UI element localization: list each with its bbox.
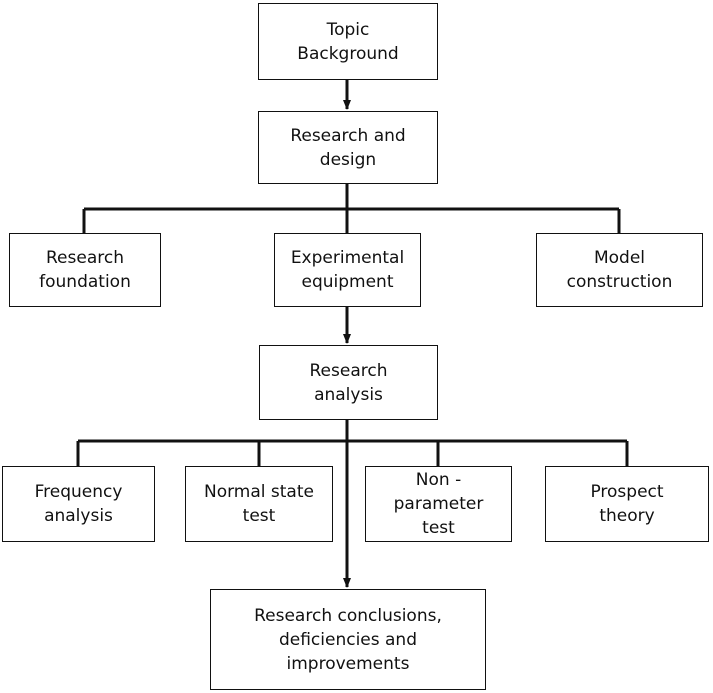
node-topic-background: Topic Background	[258, 3, 438, 80]
node-prospect-theory: Prospect theory	[545, 466, 709, 542]
node-model-construction: Model construction	[536, 233, 703, 307]
node-label: Research analysis	[309, 360, 388, 405]
node-label: Topic Background	[297, 19, 399, 64]
node-non-parameter-test: Non - parameter test	[365, 466, 512, 542]
node-label: Normal state test	[204, 482, 314, 526]
node-research-conclusions: Research conclusions, deficiencies and i…	[210, 589, 486, 690]
node-research-analysis: Research analysis	[259, 345, 438, 420]
node-label: Experimental equipment	[290, 248, 405, 292]
node-label: Research foundation	[39, 248, 131, 292]
node-frequency-analysis: Frequency analysis	[2, 466, 155, 542]
node-label: Frequency analysis	[34, 482, 123, 526]
node-research-design: Research and design	[258, 111, 438, 184]
node-normal-state-test: Normal state test	[185, 466, 333, 542]
node-research-foundation: Research foundation	[9, 233, 161, 307]
node-label: Research and design	[290, 125, 406, 170]
node-label: Prospect theory	[590, 482, 664, 526]
node-label: Research conclusions, deficiencies and i…	[254, 605, 442, 674]
node-label: Model construction	[566, 248, 673, 292]
node-experimental-equipment: Experimental equipment	[274, 233, 421, 307]
node-label: Non - parameter test	[393, 470, 484, 538]
